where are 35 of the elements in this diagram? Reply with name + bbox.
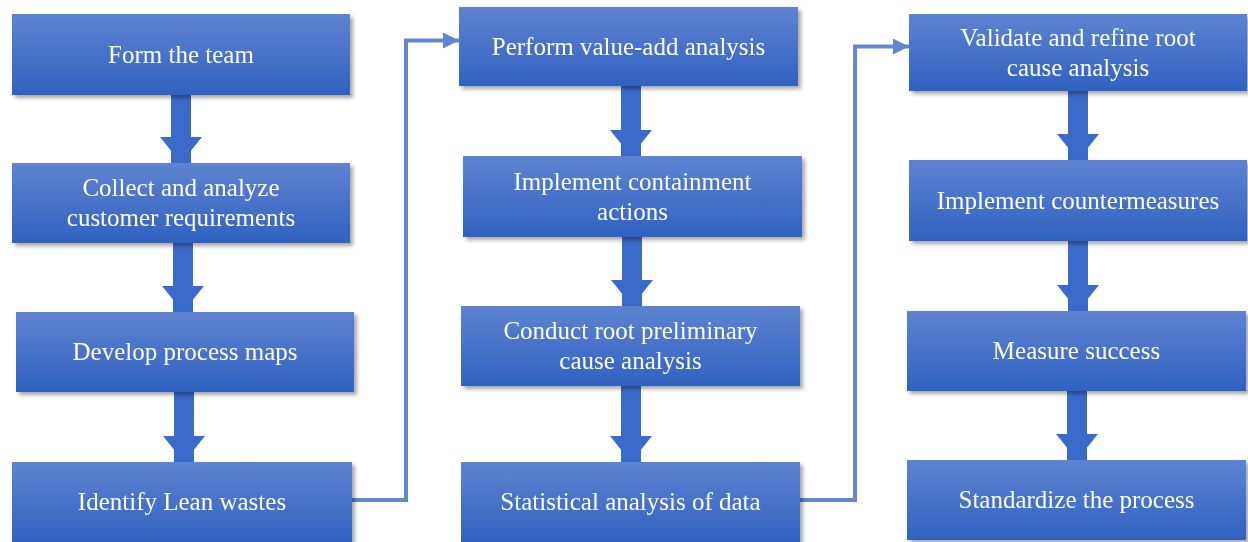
step-text: Validate and refine root cause analysis xyxy=(959,22,1197,83)
connector-arrow xyxy=(1057,241,1099,311)
process-box xyxy=(909,160,1247,241)
process-box xyxy=(907,311,1246,391)
process-box xyxy=(461,306,800,386)
process-box xyxy=(463,156,802,237)
process-box xyxy=(909,14,1247,91)
connector-arrow xyxy=(800,38,909,502)
step-text: Identify Lean wastes xyxy=(77,487,287,517)
process-box xyxy=(12,163,350,243)
step-text: Form the team xyxy=(108,39,254,70)
process-box xyxy=(12,462,352,542)
process-box xyxy=(459,7,798,86)
connector-arrow xyxy=(163,392,205,462)
step-text: Collect and analyze customer requirements xyxy=(65,173,297,233)
step-text: Statistical analysis of data xyxy=(500,487,761,517)
connector-arrow xyxy=(160,95,202,163)
connector-arrow xyxy=(610,386,652,462)
connector-arrow xyxy=(352,32,459,502)
connector-arrow xyxy=(162,243,204,312)
connector-arrow xyxy=(611,237,653,306)
connector-arrow xyxy=(1056,391,1098,460)
step-text: Measure success xyxy=(992,336,1161,366)
step-text: Develop process maps xyxy=(72,337,298,367)
process-box xyxy=(12,14,350,95)
connector-arrow xyxy=(1057,91,1099,160)
step-text: Conduct root preliminary cause analysis xyxy=(502,316,759,376)
step-text: Implement containment actions xyxy=(512,166,753,227)
process-box xyxy=(461,462,800,542)
process-box xyxy=(16,312,354,392)
step-text: Standardize the process xyxy=(958,485,1195,515)
step-text: Perform value-add analysis xyxy=(491,31,766,62)
connector-arrow xyxy=(610,86,652,156)
step-text: Implement countermeasures xyxy=(936,185,1220,216)
process-box xyxy=(907,460,1246,540)
